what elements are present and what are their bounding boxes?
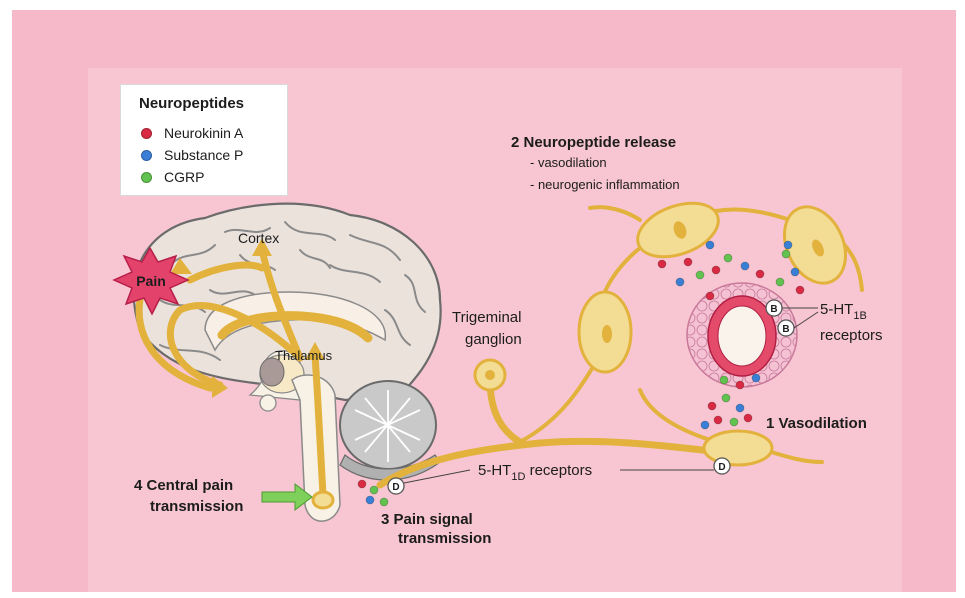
- substance-p-dot-icon: [141, 150, 152, 161]
- receptor-d-right: D: [718, 462, 725, 473]
- legend-item-substance-p: Substance P: [141, 147, 243, 163]
- blood-vessel: [687, 283, 797, 387]
- legend-item-label: CGRP: [164, 169, 204, 185]
- trigeminal-label-line2: ganglion: [465, 331, 522, 348]
- receptor-b-bottom: B: [782, 324, 789, 335]
- step3-line1: 3 Pain signal: [381, 511, 473, 528]
- step4-line2: transmission: [150, 498, 243, 515]
- ht1b-receptors-label: receptors: [820, 327, 883, 344]
- step1-label: 1 Vasodilation: [766, 415, 867, 432]
- pain-label: Pain: [136, 273, 166, 289]
- neuropeptides-legend: Neuropeptides Neurokinin A Substance P C…: [120, 84, 288, 196]
- neurokinin-a-dot-icon: [141, 128, 152, 139]
- receptor-b-top: B: [770, 304, 777, 315]
- legend-item-label: Substance P: [164, 147, 243, 163]
- step2-line1: - vasodilation: [530, 155, 607, 170]
- trigeminal-label-line1: Trigeminal: [452, 309, 521, 326]
- legend-title: Neuropeptides: [139, 95, 244, 112]
- step3-line2: transmission: [398, 530, 491, 547]
- step2-line2: - neurogenic inflammation: [530, 177, 680, 192]
- ht1d-label: 5-HT1D receptors: [478, 462, 592, 483]
- receptor-d-left: D: [392, 482, 399, 493]
- cortex-label: Cortex: [238, 230, 279, 246]
- legend-item-label: Neurokinin A: [164, 125, 243, 141]
- step4-line1: 4 Central pain: [134, 477, 233, 494]
- brainstem-nucleus: [313, 492, 333, 508]
- step2-title: 2 Neuropeptide release: [511, 134, 676, 151]
- cgrp-dot-icon: [141, 172, 152, 183]
- legend-item-neurokinin-a: Neurokinin A: [141, 125, 243, 141]
- ganglion-nucleus: [485, 370, 495, 380]
- legend-item-cgrp: CGRP: [141, 169, 204, 185]
- thalamus-label: Thalamus: [275, 348, 333, 363]
- ht1b-label: 5-HT1B: [820, 301, 867, 322]
